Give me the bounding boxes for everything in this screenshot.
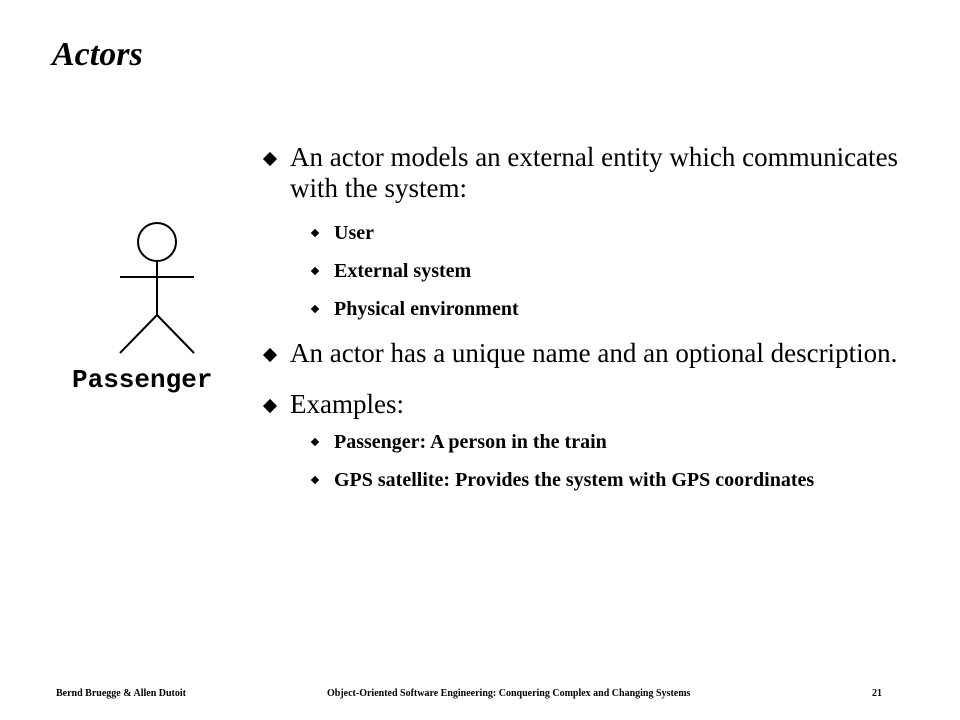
sub-bullet-item: User (262, 221, 902, 246)
sub-bullet-item: Physical environment (262, 297, 902, 322)
sub-bullet-text: Physical environment (334, 298, 519, 320)
diamond-bullet-icon (310, 228, 320, 238)
bullet-item: An actor has a unique name and an option… (262, 338, 902, 369)
diamond-bullet-icon (310, 304, 320, 314)
sub-bullet-text: External system (334, 260, 472, 282)
diamond-bullet-icon (310, 475, 320, 485)
footer-page-number: 21 (872, 688, 882, 699)
bullet-item: An actor models an external entity which… (262, 142, 902, 204)
sub-bullet-item: Passenger: A person in the train (262, 430, 902, 455)
diamond-bullet-icon (262, 151, 278, 167)
slide-title: Actors (52, 36, 143, 73)
footer-authors: Bernd Bruegge & Allen Dutoit (56, 688, 186, 699)
diamond-bullet-icon (262, 347, 278, 363)
footer-book-title: Object-Oriented Software Engineering: Co… (327, 688, 691, 699)
stick-figure-actor-icon (119, 222, 195, 354)
sub-bullet-item: GPS satellite: Provides the system with … (262, 468, 902, 493)
diamond-bullet-icon (310, 266, 320, 276)
bullet-text: Examples: (290, 389, 404, 419)
actor-name-label: Passenger (72, 365, 213, 395)
sub-bullet-text: GPS satellite: Provides the system with … (334, 469, 815, 491)
diamond-bullet-icon (262, 398, 278, 414)
bullet-item: Examples: (262, 389, 902, 420)
bullet-text: An actor has a unique name and an option… (290, 338, 898, 368)
sub-bullet-text: User (334, 222, 374, 244)
sub-bullet-item: External system (262, 259, 902, 284)
sub-bullet-text: Passenger: A person in the train (334, 431, 607, 453)
bullet-list: An actor models an external entity which… (262, 142, 902, 493)
diamond-bullet-icon (310, 437, 320, 447)
bullet-text: An actor models an external entity which… (290, 142, 899, 203)
